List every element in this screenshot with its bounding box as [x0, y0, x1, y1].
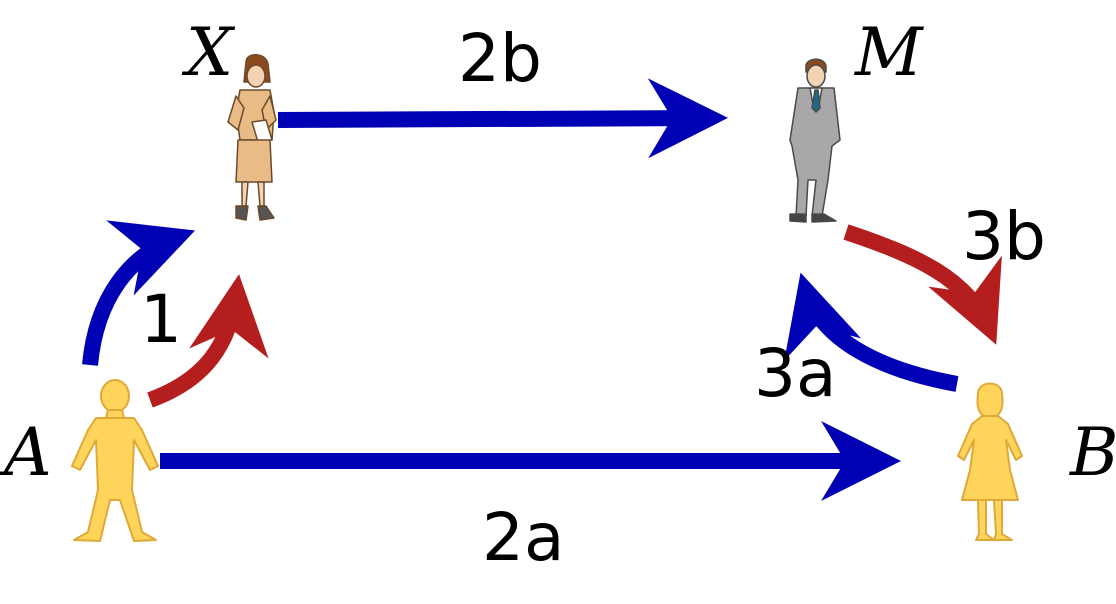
edge-label-1: 1	[140, 281, 182, 358]
edge-label-3a: 3a	[754, 335, 836, 412]
node-label-a: A	[0, 414, 52, 491]
arrow-2b	[277, 78, 728, 159]
person-x-figure	[227, 54, 277, 221]
arrow-3a	[784, 272, 959, 392]
node-label-x: X	[181, 14, 236, 91]
arrow-3b	[843, 224, 1002, 345]
node-label-b: B	[1069, 414, 1116, 491]
person-b-figure	[957, 382, 1023, 541]
edge-label-3b: 3b	[962, 198, 1046, 275]
arrow-1-red	[147, 274, 269, 408]
arrow-1-blue	[82, 220, 196, 366]
node-label-m: M	[854, 14, 924, 91]
person-a-figure	[71, 379, 159, 542]
edge-label-2a: 2a	[482, 499, 564, 576]
edge-label-2b: 2b	[458, 20, 542, 97]
person-m-figure	[789, 58, 841, 223]
